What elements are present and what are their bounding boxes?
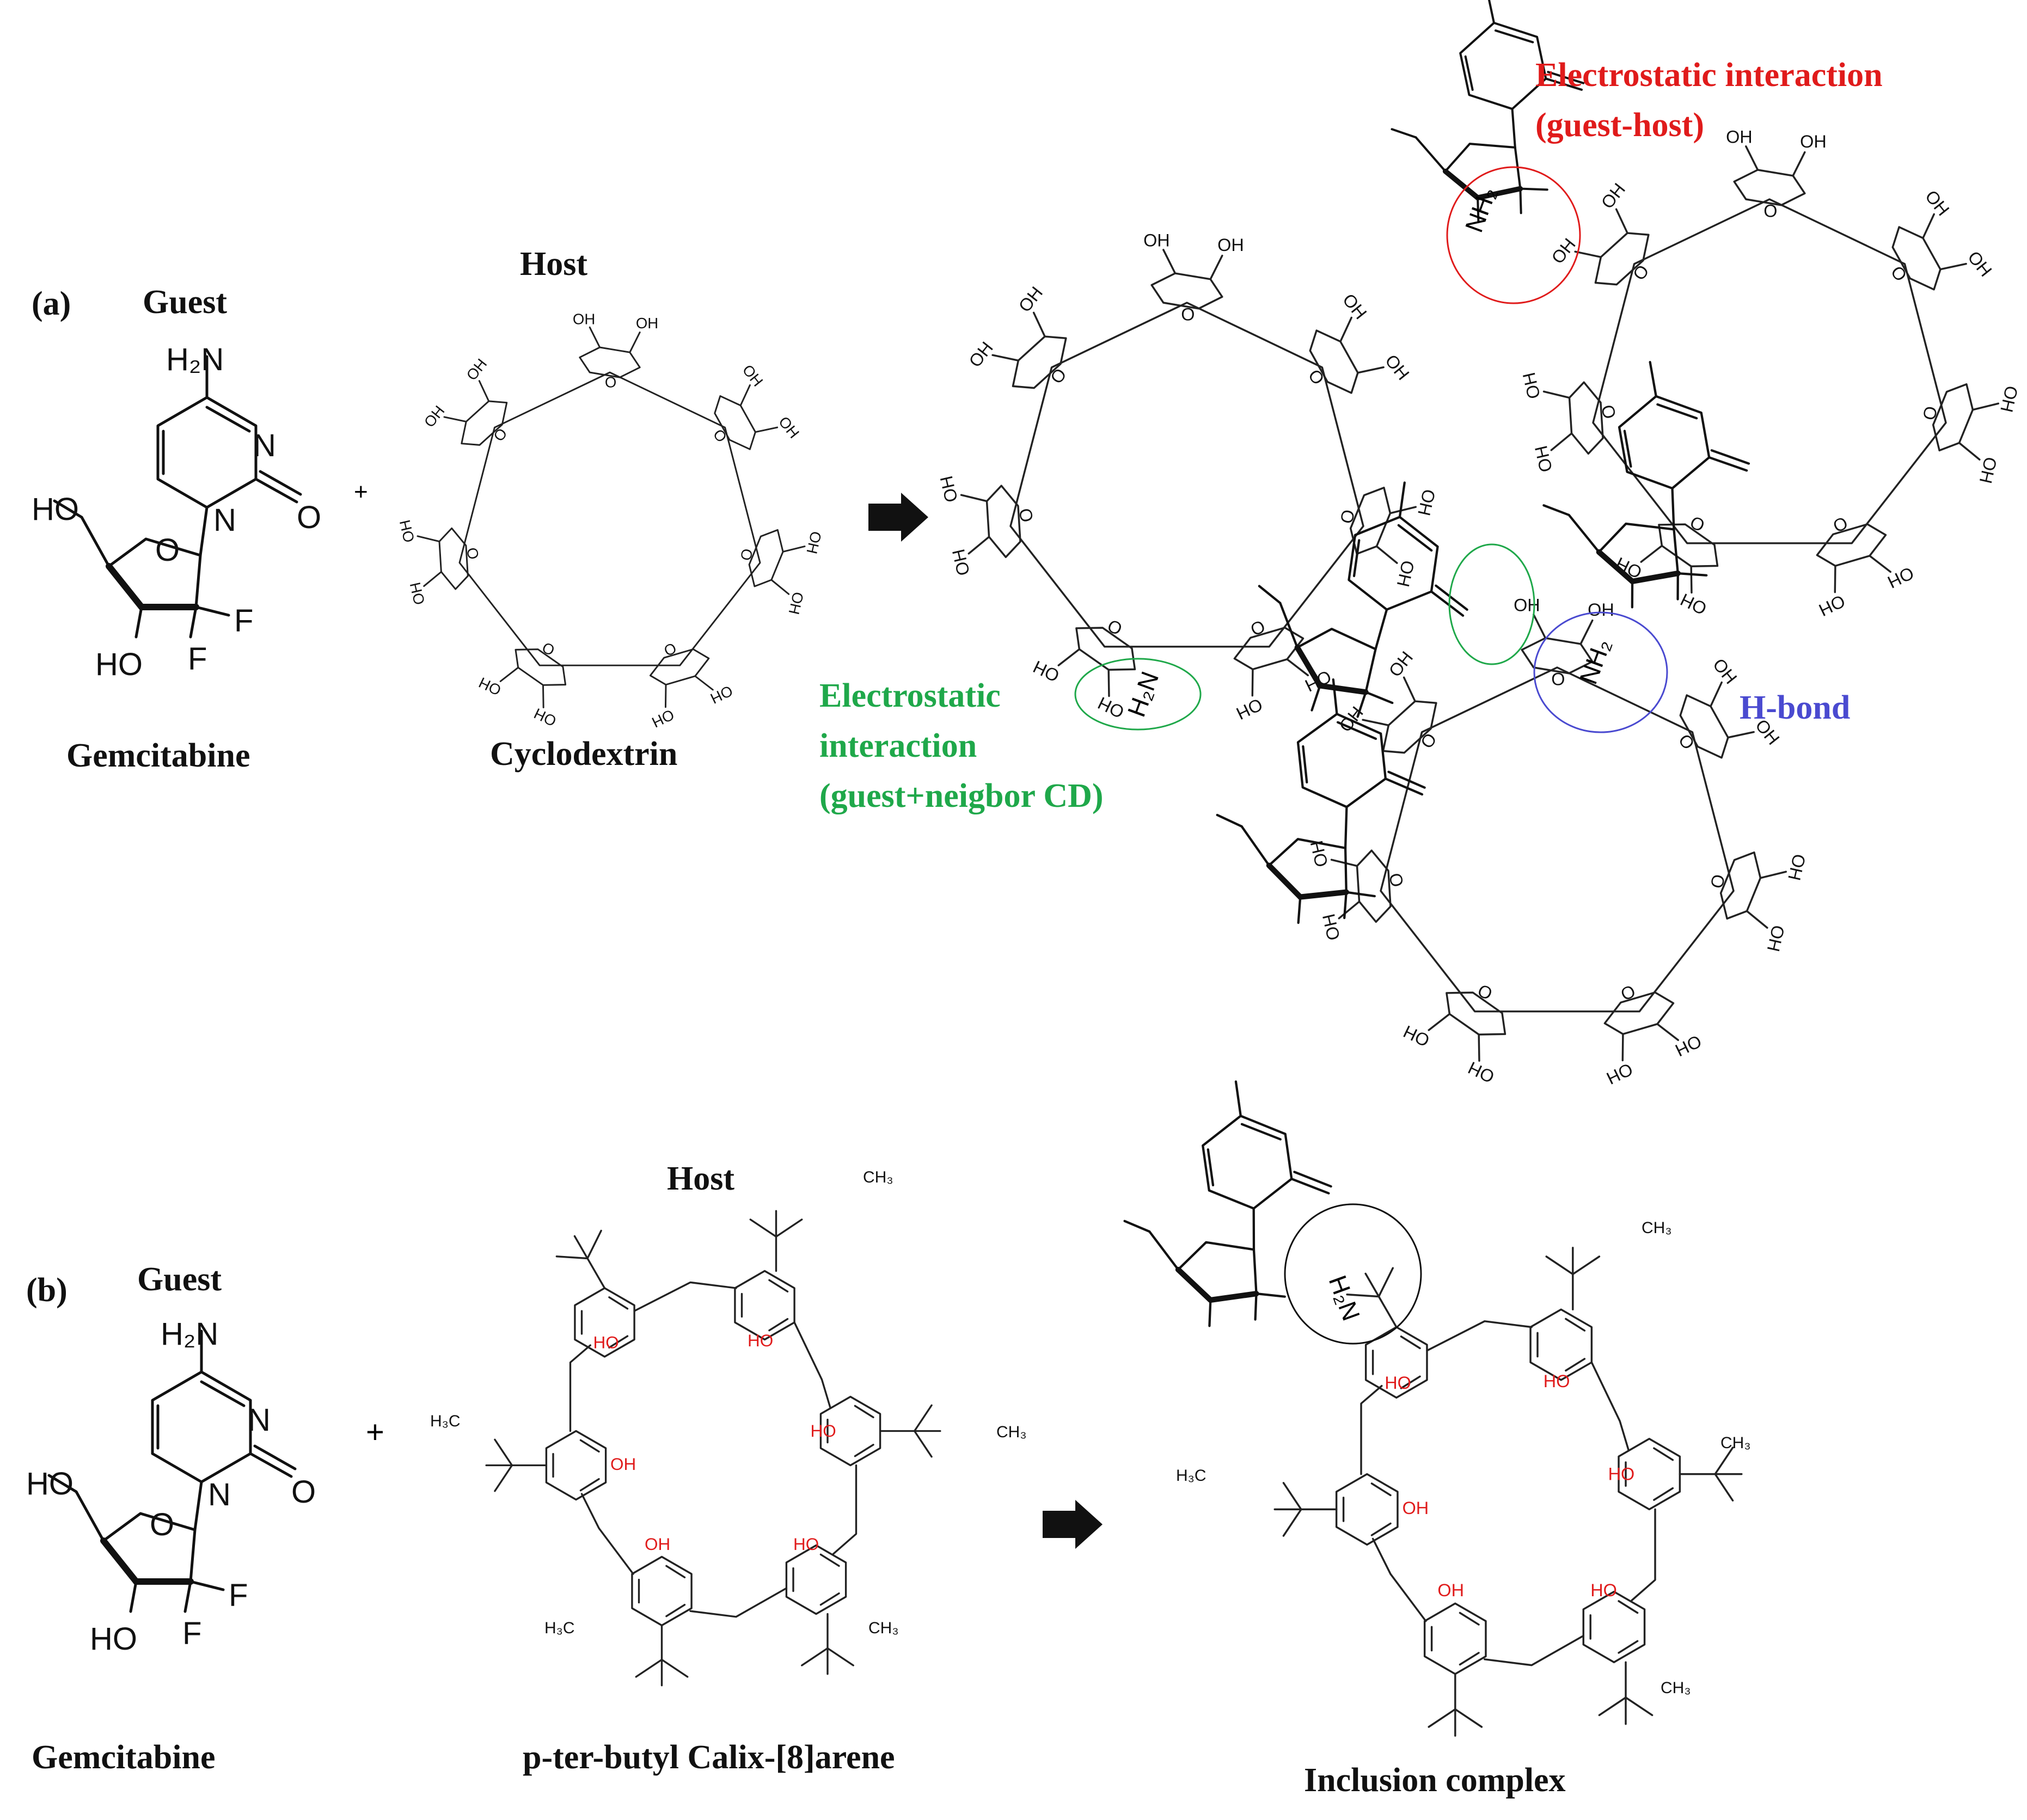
panel-b-host-heading: Host [667,1160,734,1197]
calix-ch3-label-3: CH₃ [868,1619,899,1637]
panel-a-annotation-green-line3: (guest+neigbor CD) [819,777,1104,814]
gemcitabine-structure-a: H₂N N O N O HO HO F F [32,342,321,682]
reaction-arrow-a [868,493,928,542]
panel-b-letter: (b) [26,1272,68,1309]
panel-a-annotation-red-line2: (guest-host) [1535,107,1704,144]
cd-complex-a [932,0,2022,1093]
atom-amine: H₂N [166,342,224,377]
panel-a-letter: (a) [32,285,71,322]
green-interaction-circle-1 [1074,658,1202,731]
panel-a-annotation-red-line1: Electrostatic interaction [1535,57,1883,94]
panel-a-annotation-green-line1: Electrostatic [819,677,1001,714]
atom-f-b: F [229,1578,248,1613]
calix-h3c-label-2: H₃C [544,1619,575,1637]
panel-b-product-name: Inclusion complex [1304,1762,1566,1799]
reaction-arrow-b [1043,1500,1103,1549]
atom-f: F [234,603,253,639]
atom-f-2: F [188,641,207,677]
calix-ch3-label-1: CH₃ [863,1168,893,1186]
green-circle-amine: H₂N [1122,667,1165,720]
atom-ring-o-b: O [150,1507,174,1542]
atom-n1-b: N [208,1477,231,1512]
panel-a-host-heading: Host [520,246,587,283]
calix-ch3-label-2: CH₃ [996,1423,1027,1441]
panel-b-host-name: p-ter-butyl Calix-[8]arene [523,1739,895,1776]
complex-ch3-label-3: CH₃ [1661,1679,1691,1697]
atom-ring-o: O [155,532,180,568]
atom-n1: N [213,503,236,538]
atom-n: N [253,428,276,463]
black-interaction-circle [1284,1203,1422,1345]
panel-b-plus: + [366,1414,384,1450]
atom-ho-2-b: HO [90,1621,137,1657]
atom-ho-b: HO [26,1466,74,1502]
panel-b-guest-name: Gemcitabine [32,1739,216,1776]
calix-h3c-label-1: H₃C [430,1412,461,1430]
panel-a-annotation-green-line2: interaction [819,727,977,764]
calixarene-host-b [486,1211,940,1686]
atom-amine-b: H₂N [161,1316,218,1352]
panel-a-host-name: Cyclodextrin [490,736,677,773]
atom-ho-2: HO [95,647,143,682]
atom-n-b: N [248,1402,271,1438]
green-interaction-circle-2 [1448,543,1535,665]
inclusion-complex-b [1107,1070,1742,1736]
atom-f-2-b: F [182,1616,201,1651]
complex-h3c-label-1: H₃C [1176,1467,1207,1485]
red-interaction-circle [1446,166,1581,304]
gemcitabine-structure-b: H₂N N O N O HO HO F F [26,1316,316,1657]
complex-amine-label: H₂N [1324,1272,1366,1325]
panel-b-guest-heading: Guest [137,1261,222,1298]
cyclodextrin-host-a [393,311,825,735]
complex-ch3-label-1: CH₃ [1642,1219,1672,1237]
blue-hbond-circle [1533,611,1668,733]
atom-o: O [297,500,321,535]
panel-a-guest-heading: Guest [143,284,227,321]
panel-a-plus: + [354,479,368,505]
complex-ch3-label-2: CH₃ [1720,1434,1751,1452]
panel-a-guest-name: Gemcitabine [66,737,250,774]
panel-a-annotation-blue: H-bond [1740,689,1850,726]
atom-ho: HO [32,492,79,527]
atom-o-b: O [291,1474,316,1510]
